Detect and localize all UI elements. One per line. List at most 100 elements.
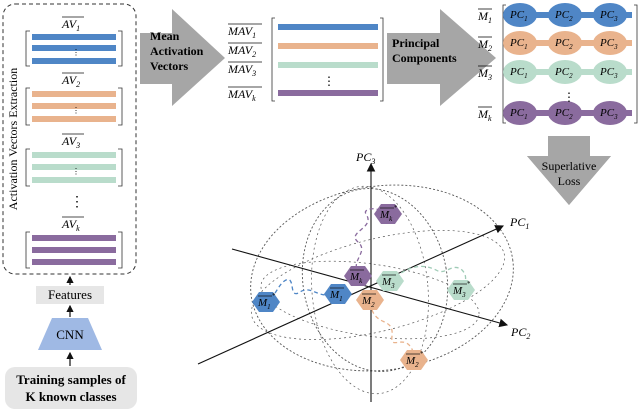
av-bar <box>32 235 116 241</box>
training-label-line2: K known classes <box>25 389 116 404</box>
pc-arrow-line1: Principal <box>392 36 440 50</box>
class-point-label: M2 <box>405 355 419 369</box>
features-label: Features <box>48 287 92 302</box>
class-point-marker <box>356 290 384 310</box>
class-point-marker <box>252 292 280 312</box>
sphere-equator-2 <box>260 260 480 340</box>
class-point-m1: M1 <box>324 284 352 304</box>
class-point-mk-star: Mk* <box>374 204 402 224</box>
class-point-marker <box>376 271 404 291</box>
av-bar <box>32 58 116 64</box>
class-point-star: * <box>272 292 276 300</box>
class-point-label: M3 <box>452 285 466 299</box>
cnn-block <box>38 318 102 350</box>
av-bar <box>32 152 116 158</box>
pc-row-label: M1 <box>477 9 492 25</box>
cnn-label: CNN <box>56 327 84 342</box>
features-box <box>36 286 104 304</box>
class-point-marker <box>400 350 428 370</box>
class-point-label: Mk <box>349 271 363 285</box>
class-point-label: M2 <box>361 295 375 309</box>
training-label-line1: Training samples of <box>16 372 126 387</box>
pc-node <box>503 31 537 55</box>
av-bar <box>32 45 116 51</box>
class-point-label: Mk <box>379 209 393 223</box>
pc-node-label: PC3 <box>599 9 618 23</box>
av-dots: ⋮ <box>72 106 80 115</box>
pc-node <box>548 60 582 84</box>
av-bar <box>32 116 116 122</box>
sphere-outline <box>250 184 514 372</box>
trajectory-k <box>354 208 385 275</box>
pc-node-label: PC2 <box>554 107 573 121</box>
training-box <box>5 367 137 409</box>
pc-row-1: M1 PC1 PC2 PC3 <box>477 3 632 27</box>
av-bar <box>32 91 116 97</box>
class-point-marker <box>374 204 402 224</box>
axis-pc2 <box>231 248 509 328</box>
pc-node <box>593 60 627 84</box>
pc-node-label: PC1 <box>509 66 528 80</box>
mav-label-3: MAV3 <box>227 62 256 78</box>
mean-activation-arrow <box>140 9 225 106</box>
av-bar <box>32 247 116 253</box>
av-label-k: AVk <box>61 217 80 233</box>
axis-pc3-label: PC3 <box>355 150 375 166</box>
pc-node <box>503 60 537 84</box>
pc-node <box>548 101 582 125</box>
pc-arrow-line2: Components <box>392 51 457 65</box>
pc-node <box>503 101 537 125</box>
pc-node-label: PC1 <box>509 107 528 121</box>
axis-pc2-label: PC2 <box>510 325 530 341</box>
mean-arrow-line3: Vectors <box>150 59 189 73</box>
class-point-mk: Mk <box>344 266 372 286</box>
av-dots: ⋮ <box>72 48 80 57</box>
sphere-meridian-1 <box>301 188 449 372</box>
av-bar <box>32 259 116 265</box>
class-point-label: M1 <box>257 297 271 311</box>
av-label-3: AV3 <box>61 134 80 150</box>
trajectory-3 <box>389 265 467 289</box>
av-block-k: AVk <box>25 216 123 269</box>
class-point-m2: M2 <box>356 290 384 310</box>
mav-label-1: MAV1 <box>227 24 256 40</box>
pc-node <box>593 31 627 55</box>
class-point-m3-star: M3* <box>447 280 475 300</box>
pc-node-label: PC2 <box>554 37 573 51</box>
class-point-marker <box>344 266 372 286</box>
av-block-2: AV2 ⋮ <box>25 72 123 126</box>
class-point-star: * <box>467 280 471 288</box>
class-point-marker <box>447 280 475 300</box>
class-point-label: M1 <box>329 289 343 303</box>
sphere-meridian-2 <box>311 185 429 395</box>
pc-node-label: PC2 <box>554 9 573 23</box>
av-bar <box>32 177 116 183</box>
av-dots: ⋮ <box>72 167 80 176</box>
loss-arrow-line2: Loss <box>558 174 581 188</box>
pc-node <box>593 3 627 27</box>
class-point-m2-star: M2* <box>400 350 428 370</box>
mav-block: MAV1 MAV2 MAV3 ⋮ MAVk <box>227 17 384 103</box>
av-vertical-dots: ⋮ <box>70 195 84 210</box>
class-point-m3: M3 <box>376 271 404 291</box>
class-point-label: M3 <box>381 276 395 290</box>
pc-node-label: PC1 <box>509 37 528 51</box>
pc-node-label: PC3 <box>599 37 618 51</box>
extraction-label: Activation Vectors Extraction <box>6 68 20 210</box>
principal-components-arrow <box>387 9 496 106</box>
pc-node-label: PC3 <box>599 107 618 121</box>
pc-node <box>548 31 582 55</box>
pc-row-label: M2 <box>477 37 492 53</box>
pc-node <box>503 3 537 27</box>
mav-label-k: MAVk <box>227 87 256 103</box>
pc-matrix-dots: ⋮ <box>563 90 575 104</box>
av-bar <box>32 34 116 40</box>
class-point-marker <box>324 284 352 304</box>
trajectory-1 <box>267 279 339 301</box>
pc-node-label: PC1 <box>509 9 528 23</box>
